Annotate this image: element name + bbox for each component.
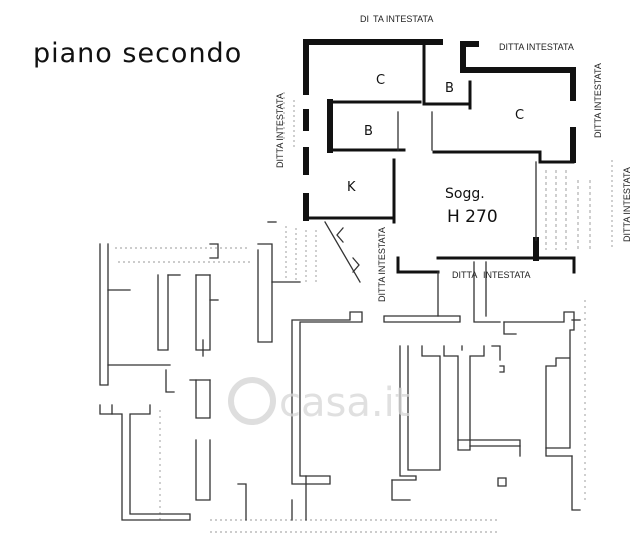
neighbour-labels: DI TA INTESTATA DITTA INTESTATA DITTA IN… xyxy=(275,14,632,302)
room-c-left: C xyxy=(376,73,385,88)
label-right-2: DITTA INTESTATA xyxy=(622,167,632,242)
stair-marks xyxy=(324,221,361,283)
watermark: casa.it xyxy=(228,377,410,426)
room-soggiorno: Sogg. xyxy=(445,186,485,202)
label-bottom-1: DITTA xyxy=(452,270,477,280)
label-top-prefix: DI xyxy=(360,14,369,24)
label-inner-vertical: DITTA INTESTATA xyxy=(377,227,387,302)
plan-title: piano secondo xyxy=(33,38,242,69)
label-top-right: DITTA INTESTATA xyxy=(499,42,574,52)
room-height: H 270 xyxy=(447,207,498,227)
label-right-1: DITTA INTESTATA xyxy=(593,63,603,138)
hatched-areas xyxy=(115,92,613,533)
label-top: TA INTESTATA xyxy=(373,14,433,24)
building-outline xyxy=(99,221,581,521)
room-labels: C B C B K Sogg. H 270 xyxy=(347,73,524,227)
label-bottom-2: INTESTATA xyxy=(483,270,531,280)
watermark-logo-icon xyxy=(228,377,276,425)
room-b-top: B xyxy=(445,81,454,96)
watermark-text: casa.it xyxy=(279,380,410,426)
room-b-mid: B xyxy=(364,124,373,139)
room-c-right: C xyxy=(515,108,524,123)
label-left: DITTA INTESTATA xyxy=(275,93,285,168)
room-k: K xyxy=(347,180,356,195)
apartment-walls xyxy=(303,39,576,274)
